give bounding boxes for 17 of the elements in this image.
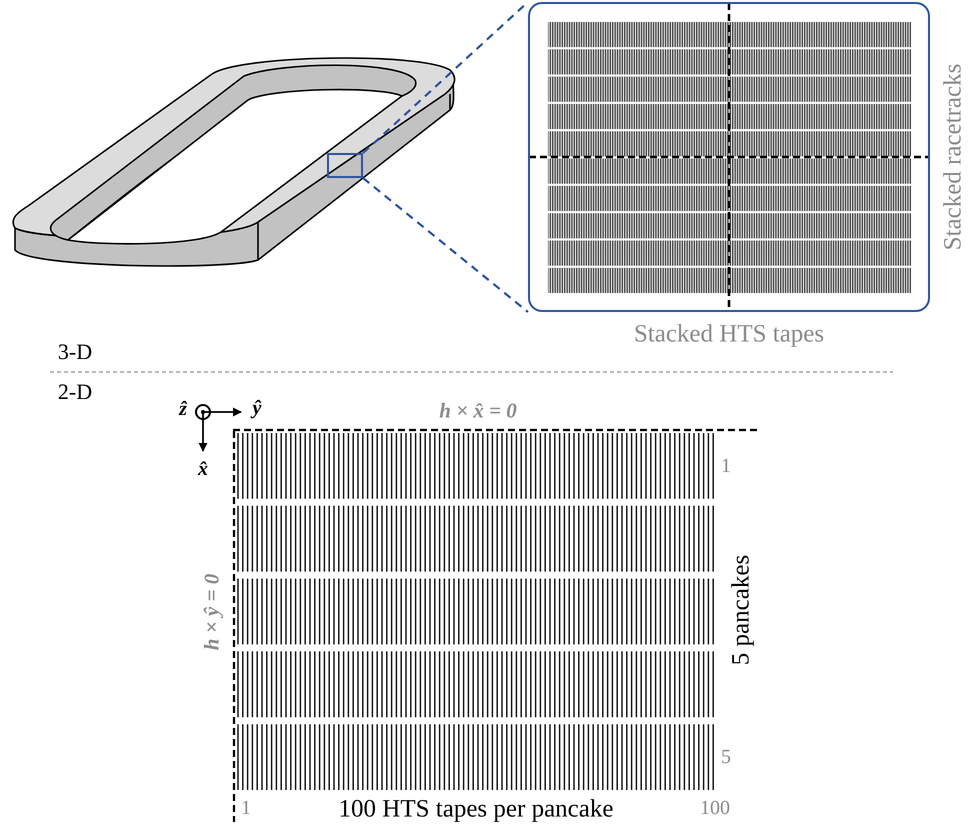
section-label: 3-D xyxy=(58,341,92,363)
axis-title: 5 pancakes xyxy=(728,554,754,666)
axis-label: ẑ xyxy=(179,399,187,419)
panel-caption: Stacked HTS tapes xyxy=(634,322,824,346)
axis-label: x̂ xyxy=(198,459,208,479)
magnified-view-panel xyxy=(528,2,930,312)
axis-label: ŷ xyxy=(252,398,262,418)
column-number: 100 xyxy=(700,798,730,818)
row-number: 1 xyxy=(721,456,731,476)
column-number: 1 xyxy=(241,798,251,818)
section-label: 2-D xyxy=(58,381,92,403)
axis-title: 100 HTS tapes per pancake xyxy=(338,796,614,822)
zoom-region-box xyxy=(327,153,363,178)
panel-caption: Stacked racetracks xyxy=(940,64,966,250)
row-number: 5 xyxy=(721,747,731,767)
leader-line xyxy=(362,177,529,313)
boundary-condition: h × ŷ = 0 xyxy=(202,574,222,650)
